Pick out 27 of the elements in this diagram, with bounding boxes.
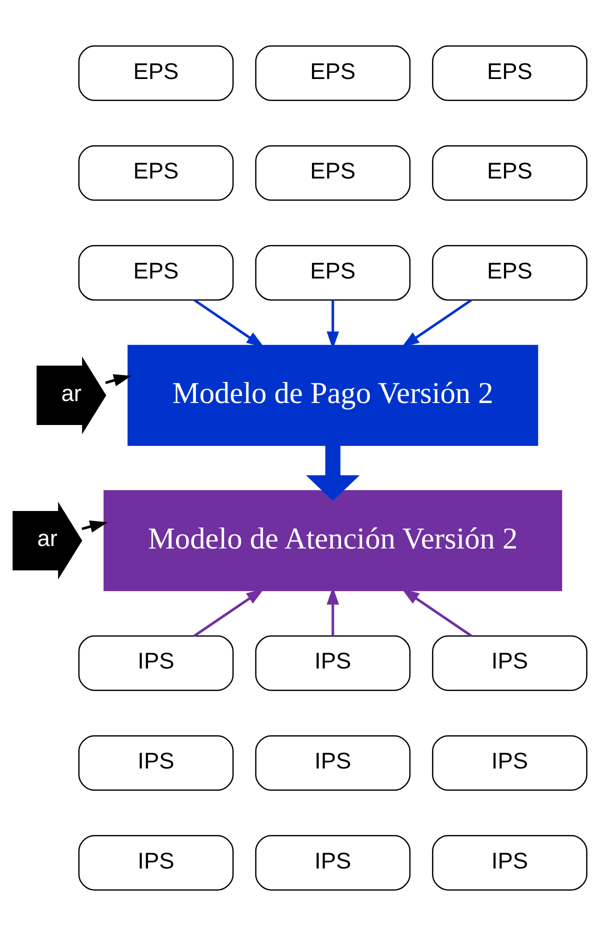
node-box: EPS [78, 45, 234, 101]
node-box: EPS [78, 145, 234, 201]
arrow [402, 299, 472, 348]
arrow [306, 445, 360, 501]
node-box: IPS [432, 735, 588, 791]
node-box: EPS [255, 145, 411, 201]
node-box: IPS [255, 835, 411, 891]
node-box: IPS [255, 635, 411, 691]
arrow [82, 520, 108, 533]
arrow [194, 588, 264, 637]
node-box: IPS [78, 735, 234, 791]
node-box: EPS [432, 245, 588, 301]
arrow [105, 374, 132, 386]
node-box: EPS [432, 145, 588, 201]
node-box: IPS [432, 835, 588, 891]
arrow [402, 588, 472, 637]
node-box: Modelo de Atención Versión 2 [104, 490, 562, 592]
node-box: EPS [255, 45, 411, 101]
node-box: Modelo de Pago Versión 2 [128, 344, 538, 446]
node-box: IPS [432, 635, 588, 691]
node-box: IPS [255, 735, 411, 791]
node-box: IPS [78, 635, 234, 691]
arrow [194, 299, 264, 348]
node-box: EPS [255, 245, 411, 301]
node-box: EPS [78, 245, 234, 301]
node-box: EPS [432, 45, 588, 101]
node-box: IPS [78, 835, 234, 891]
